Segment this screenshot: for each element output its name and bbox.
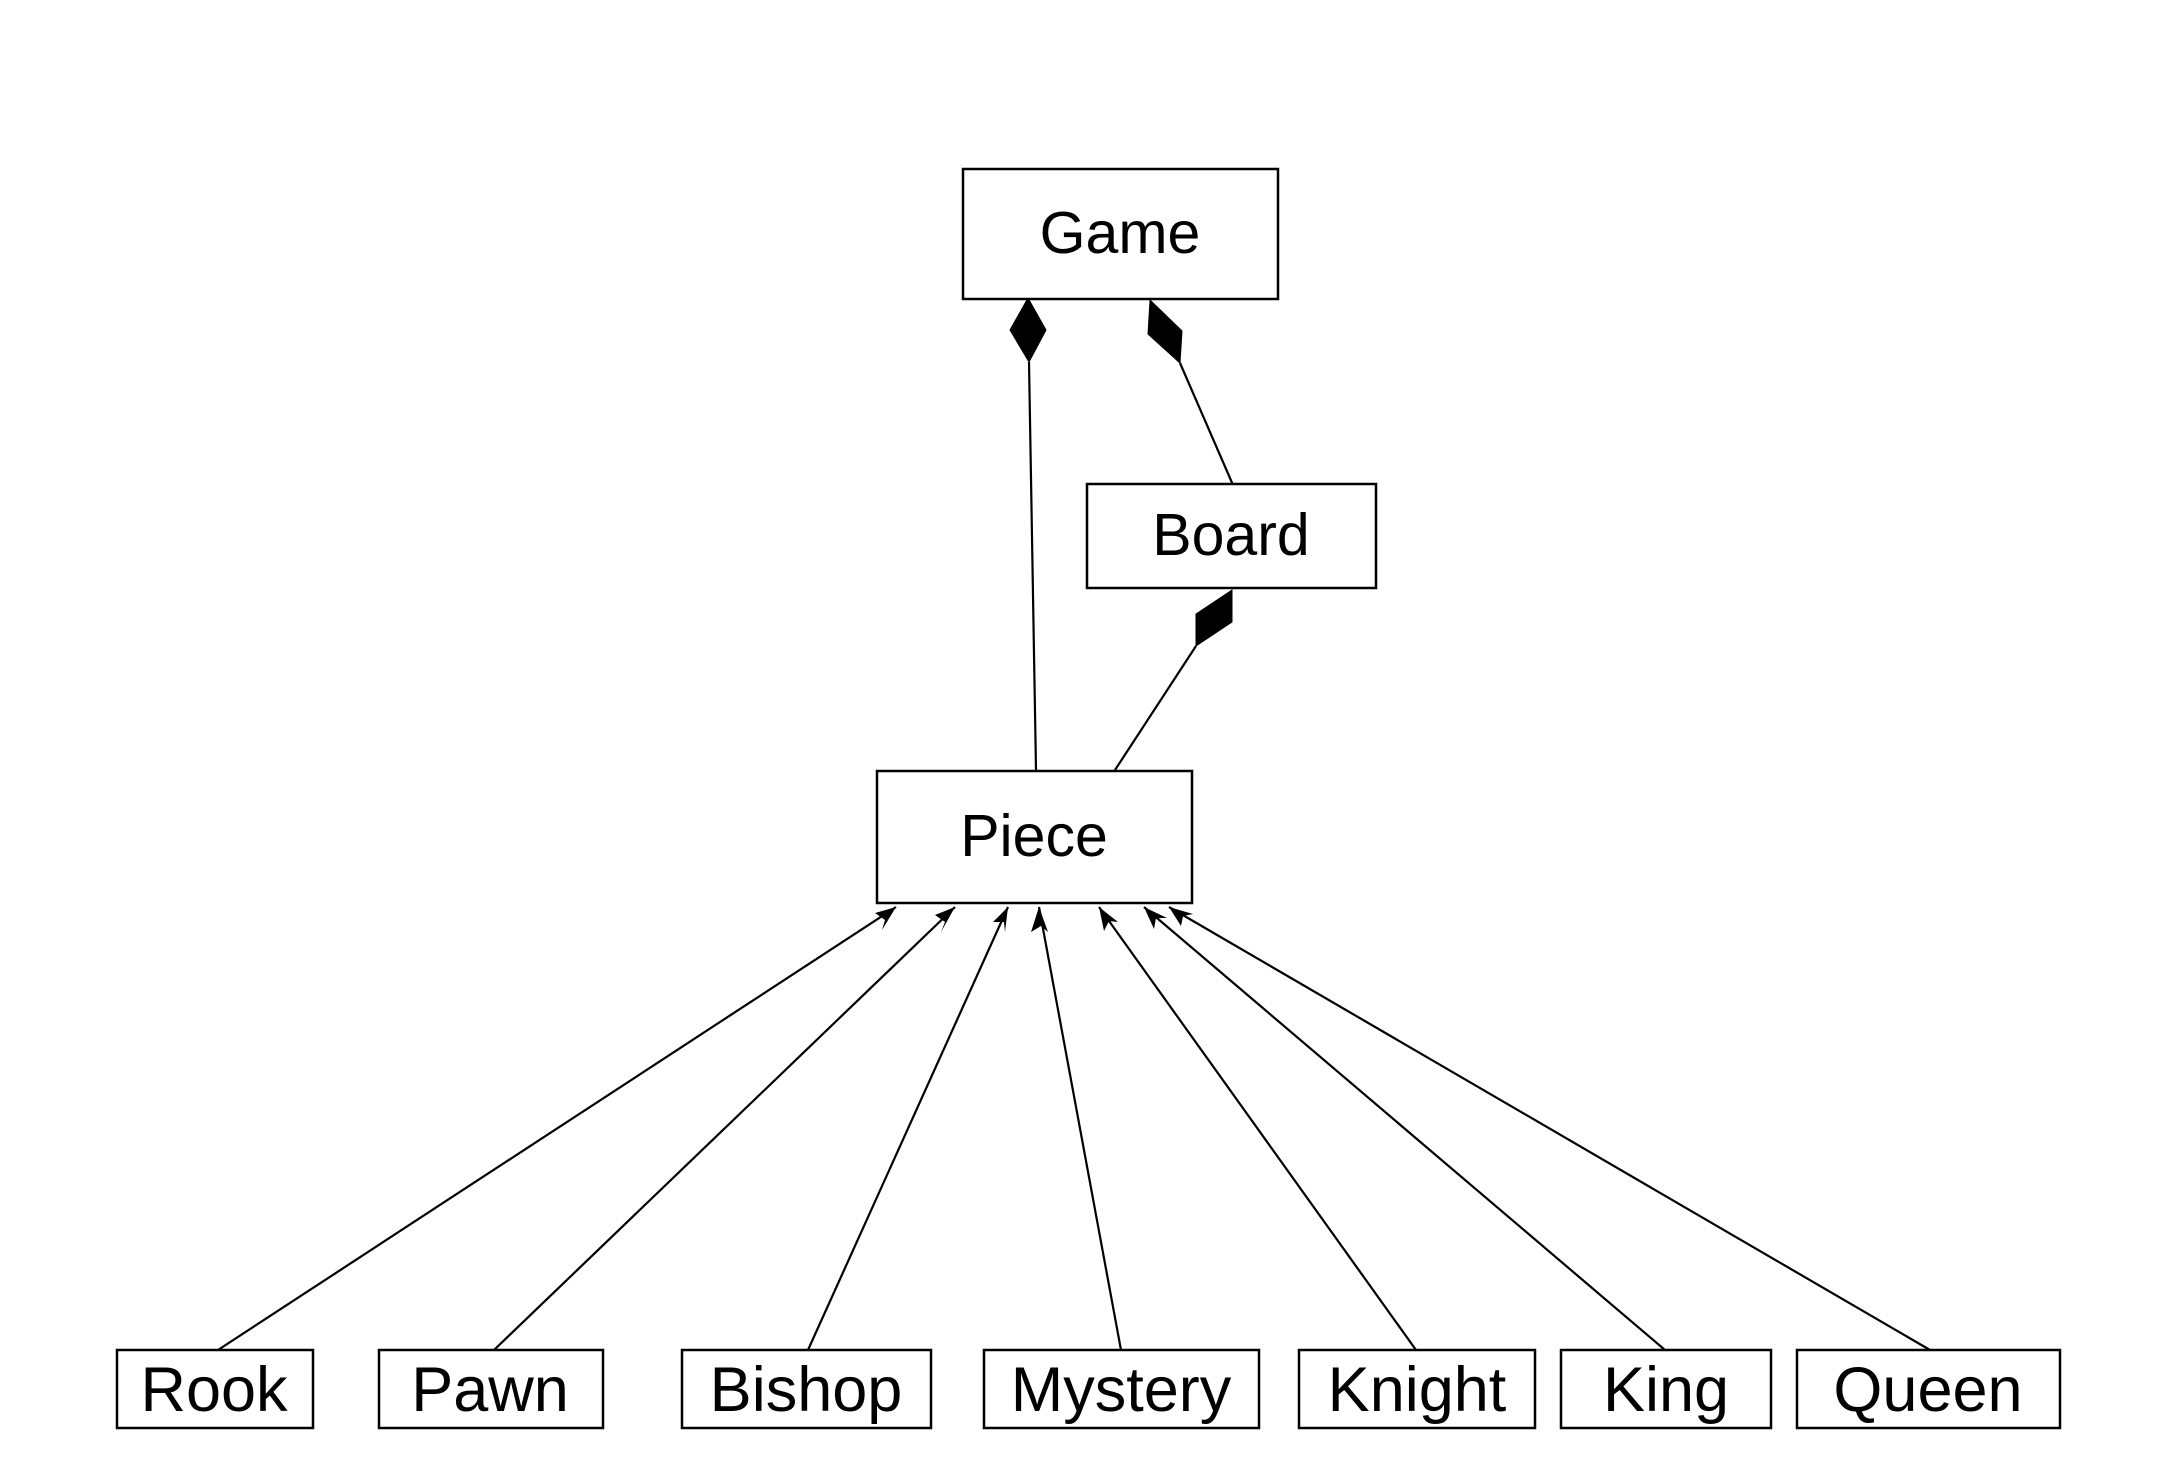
class-king[interactable]: King <box>1559 1348 1773 1430</box>
arrowhead <box>1144 907 1167 929</box>
class-label: Game <box>1040 200 1201 266</box>
generalization-king-piece <box>1143 906 1666 1351</box>
class-bishop[interactable]: Bishop <box>680 1348 933 1430</box>
class-piece[interactable]: Piece <box>875 769 1194 905</box>
class-game[interactable]: Game <box>961 167 1280 301</box>
arrowhead <box>935 907 955 932</box>
arrowhead <box>1099 907 1118 931</box>
class-label: Mystery <box>1011 1355 1232 1425</box>
generalization-knight-piece <box>1098 906 1417 1351</box>
class-label: Board <box>1152 502 1309 568</box>
arrowhead <box>1169 907 1193 926</box>
arrowhead <box>875 907 896 930</box>
composition-piece-board <box>1114 589 1233 771</box>
class-label: Rook <box>140 1355 288 1425</box>
generalization-queen-piece <box>1168 906 1931 1351</box>
class-label: Pawn <box>411 1355 569 1425</box>
class-label: Bishop <box>710 1355 903 1425</box>
class-label: Queen <box>1833 1355 2022 1425</box>
composition-piece-game <box>1009 296 1047 771</box>
class-label: Knight <box>1328 1355 1507 1425</box>
composition-diamond <box>1195 589 1233 647</box>
class-label: Piece <box>960 803 1108 869</box>
class-label: King <box>1603 1355 1729 1425</box>
generalization-rook-piece <box>217 906 897 1351</box>
arrowhead <box>993 907 1008 932</box>
generalization-pawn-piece <box>493 906 956 1351</box>
generalization-mystery-piece <box>1031 906 1123 1351</box>
generalization-bishop-piece <box>806 906 1010 1351</box>
class-knight[interactable]: Knight <box>1297 1348 1537 1430</box>
class-board[interactable]: Board <box>1085 482 1378 590</box>
composition-diamond <box>1009 296 1047 364</box>
class-queen[interactable]: Queen <box>1795 1348 2062 1430</box>
composition-board-game <box>1147 298 1235 486</box>
class-pawn[interactable]: Pawn <box>377 1348 605 1430</box>
composition-diamond <box>1147 298 1183 365</box>
class-rook[interactable]: Rook <box>115 1348 315 1430</box>
class-mystery[interactable]: Mystery <box>982 1348 1261 1430</box>
arrowhead <box>1031 907 1048 932</box>
